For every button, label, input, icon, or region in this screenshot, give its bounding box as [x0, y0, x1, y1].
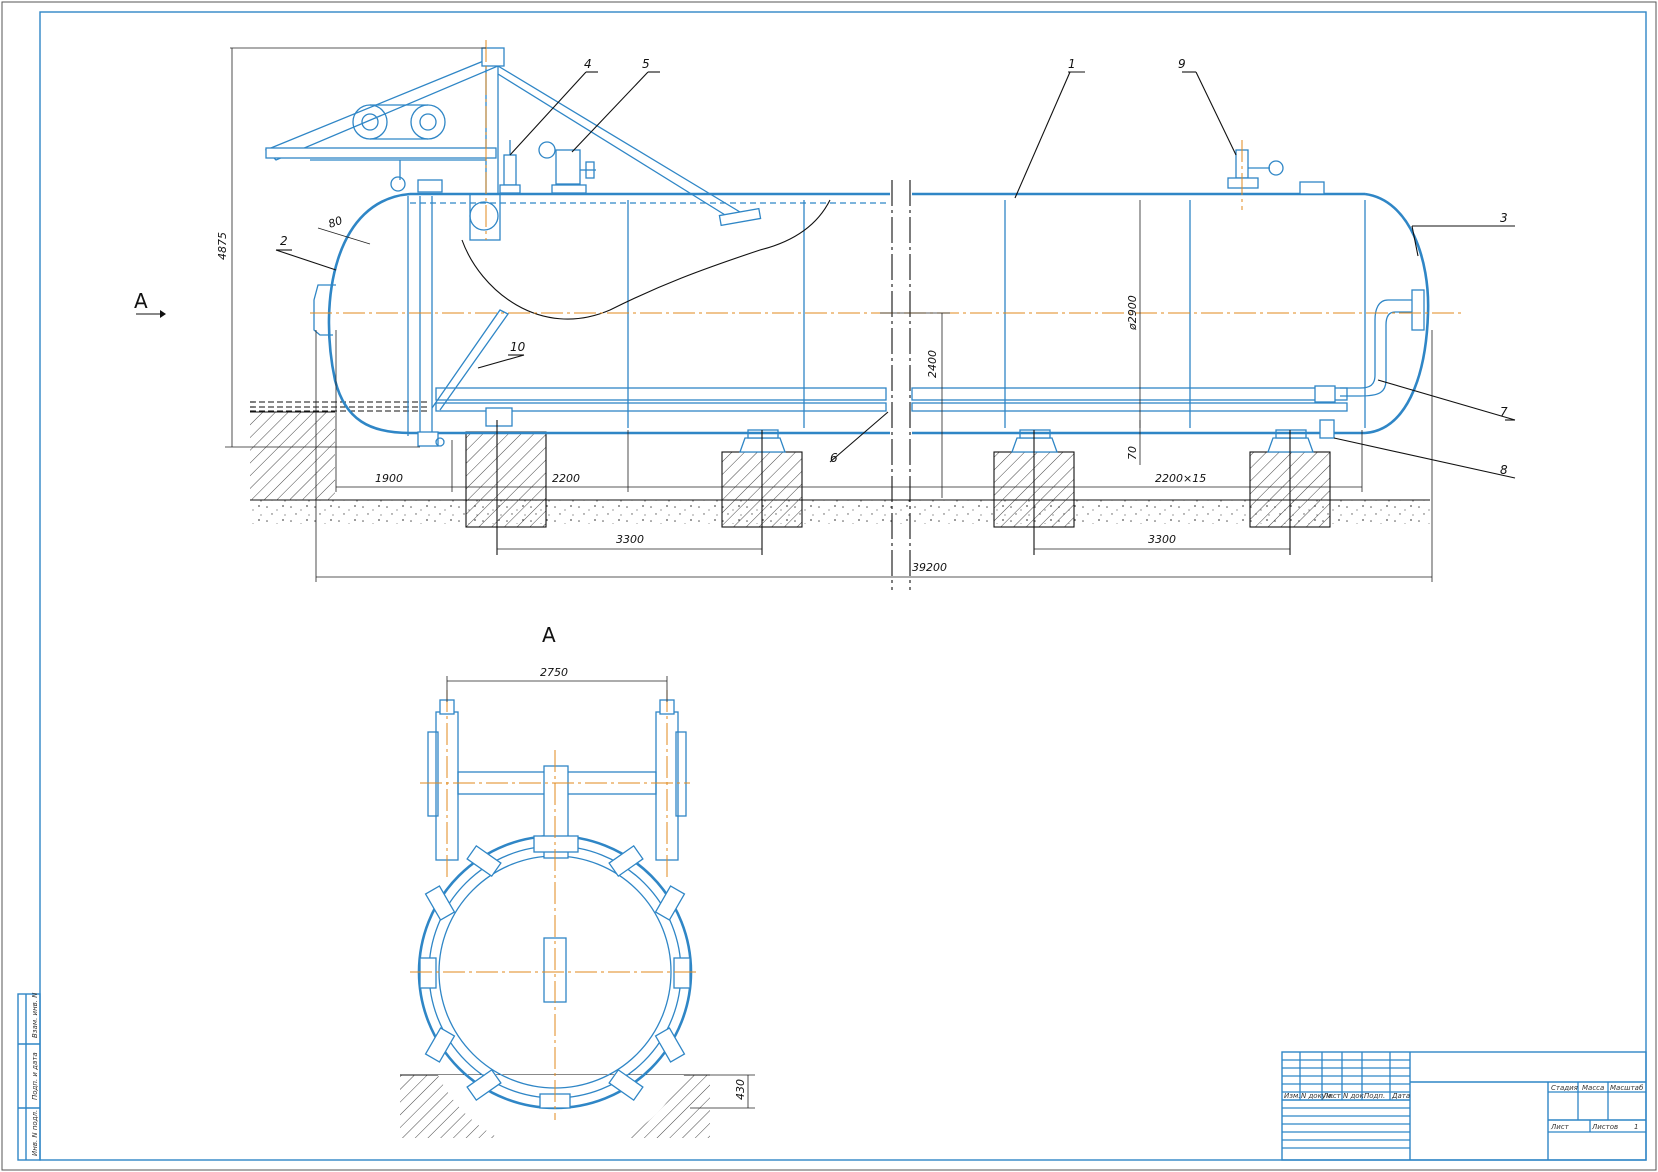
svg-text:Листов: Листов [1591, 1123, 1618, 1131]
door-lift-mechanism [264, 47, 762, 241]
svg-text:1: 1 [1634, 1123, 1638, 1131]
door-clamps [419, 844, 691, 1109]
foundation-1 [466, 432, 546, 527]
soil-layer [250, 500, 1430, 524]
svg-text:Инв. N подл.: Инв. N подл. [31, 1110, 39, 1156]
dim-foundation-depth: 430 [734, 1079, 747, 1100]
drawing-frame [39, 11, 1647, 1161]
pit-ground-hatch [250, 412, 335, 500]
callout-10: 10 [510, 340, 526, 354]
cutaway-edge [461, 199, 831, 320]
dim-support-left: 3300 [616, 533, 644, 546]
callout-8: 8 [1500, 463, 1508, 477]
dim-wall: 80 [327, 214, 345, 231]
callout-2: 2 [280, 234, 288, 248]
door-frame [407, 179, 445, 447]
inclined-plate [431, 309, 509, 411]
rail-lines [250, 401, 430, 412]
section-view-a: A [400, 623, 755, 1153]
svg-text:N док.: N док. [1343, 1092, 1366, 1100]
svg-text:Взам. инв. N: Взам. инв. N [31, 992, 39, 1038]
svg-text:Масса: Масса [1582, 1084, 1604, 1092]
dim-door-offset: 1900 [375, 472, 403, 485]
svg-text:Изм.: Изм. [1284, 1092, 1300, 1100]
callout-4: 4 [584, 57, 592, 71]
side-stamp: Инв. N подл. Подп. и дата Взам. инв. N [17, 992, 41, 1161]
title-block: Изм. N докум. Лист N док. Подп. Дата Ста… [1281, 1051, 1647, 1161]
svg-text:Подп.: Подп. [1364, 1092, 1385, 1100]
pipe-7 [1340, 299, 1412, 389]
dim-overall-length: 39200 [912, 561, 947, 574]
section-title: A [542, 623, 556, 647]
svg-text:A: A [134, 289, 148, 313]
cart-rails [435, 385, 1348, 427]
device-5 [538, 141, 596, 194]
svg-text:Дата: Дата [1391, 1092, 1410, 1100]
svg-text:N докум.: N докум. [1301, 1092, 1333, 1100]
dim-support-right: 3300 [1148, 533, 1176, 546]
dim-span-series: 2200×15 [1155, 472, 1206, 485]
break-lines [891, 180, 911, 590]
svg-text:Лист: Лист [1550, 1123, 1570, 1131]
svg-text:Подп. и дата: Подп. и дата [31, 1052, 39, 1100]
door-handle [313, 284, 336, 336]
dim-axis-height: 2400 [926, 350, 939, 378]
svg-text:Лист: Лист [1322, 1092, 1342, 1100]
callout-3: 3 [1500, 211, 1508, 225]
callout-5: 5 [642, 57, 650, 71]
callout-6: 6 [830, 451, 838, 465]
callout-1: 1 [1068, 57, 1076, 71]
dimensions-main: 4875 80 ø2900 70 2400 1900 2200 2200×15 … [216, 47, 1433, 582]
dim-inner-diameter: ø2900 [1126, 295, 1139, 331]
callout-7: 7 [1500, 405, 1508, 419]
drain-8 [1319, 419, 1335, 439]
callout-9: 9 [1178, 57, 1186, 71]
dim-bottom-gap: 70 [1126, 446, 1139, 460]
dim-height-total: 4875 [216, 232, 229, 260]
dim-view-width: 2750 [540, 666, 568, 679]
door-left-dome [327, 192, 411, 435]
svg-text:Масштаб: Масштаб [1610, 1084, 1644, 1092]
cart-wheel [485, 407, 513, 427]
svg-text:Стадия: Стадия [1551, 1084, 1578, 1092]
autoclave-side-view [250, 40, 1465, 590]
view-arrow-a: A [134, 289, 166, 318]
callouts: 1 2 3 4 5 6 7 8 9 10 [275, 57, 1516, 479]
dim-first-span: 2200 [552, 472, 580, 485]
